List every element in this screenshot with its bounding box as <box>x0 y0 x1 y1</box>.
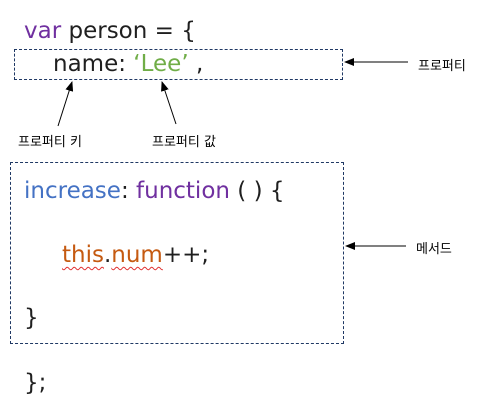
num-reference: num <box>111 242 163 268</box>
method-name: increase <box>24 178 121 204</box>
colon: : <box>118 51 134 77</box>
comma: , <box>188 51 204 77</box>
this-keyword: this <box>62 242 104 268</box>
property-value: ‘Lee’ <box>133 51 189 77</box>
label-property-value: 프로퍼티 값 <box>152 135 216 150</box>
label-property-key: 프로퍼티 키 <box>18 135 82 150</box>
function-keyword: function <box>136 178 230 204</box>
object-close-brace: }; <box>24 370 47 396</box>
code-line-1: var person = { <box>24 18 196 44</box>
object-declaration: person = { <box>61 18 196 44</box>
label-property: 프로퍼티 <box>418 59 466 74</box>
code-line-2: name: ‘Lee’ , <box>53 51 203 77</box>
function-signature: ( ) { <box>229 178 285 204</box>
var-keyword: var <box>24 18 62 44</box>
method-close-brace: } <box>24 305 39 331</box>
property-box <box>14 49 343 80</box>
property-key: name <box>53 51 119 77</box>
label-method: 메서드 <box>416 242 452 257</box>
dot: . <box>103 242 112 268</box>
property-value-arrow <box>161 81 177 125</box>
colon: : <box>120 178 137 204</box>
increment-statement: ++; <box>162 242 210 268</box>
code-line-5: } <box>24 305 39 331</box>
code-line-4: this.num++; <box>62 242 209 268</box>
code-line-3: increase: function ( ) { <box>24 178 285 204</box>
code-line-6: }; <box>24 370 46 396</box>
property-key-arrow <box>57 81 74 127</box>
method-box <box>10 162 344 344</box>
